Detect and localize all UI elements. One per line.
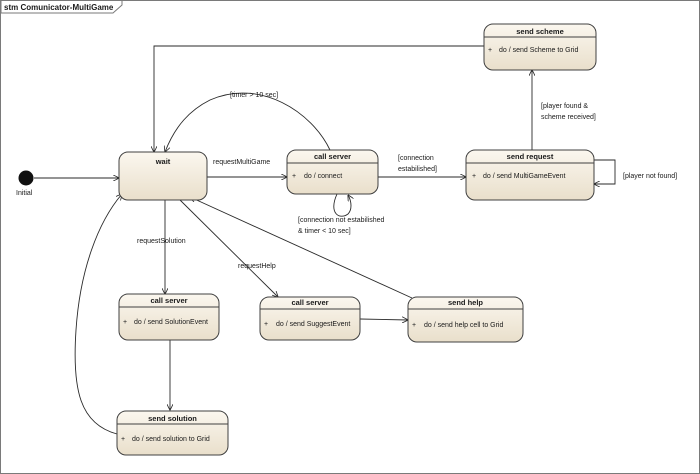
state-call-server-suggest[interactable]: call server + do / send SuggestEvent — [259, 296, 361, 341]
label-request-multigame: requestMultiGame — [213, 159, 270, 166]
label-player-found-2: scheme received] — [541, 114, 596, 121]
state-send-request-name: send request — [507, 152, 554, 161]
state-send-help-name: send help — [448, 298, 483, 307]
activity-marker: + — [264, 321, 268, 328]
state-send-scheme-activity: do / send Scheme to Grid — [499, 47, 578, 54]
state-send-solution-name: send solution — [148, 414, 197, 423]
state-call-server-solution-name: call server — [150, 296, 187, 305]
edge-send-help-to-wait — [190, 197, 413, 299]
label-not-established-1: [connection not estabilished — [298, 217, 384, 224]
state-wait[interactable]: wait — [118, 151, 208, 201]
edge-send-solution-to-wait — [74, 194, 122, 435]
edge-timer-to-wait — [165, 92, 331, 152]
label-timer: [timer > 10 sec] — [230, 92, 278, 99]
label-request-help: requestHelp — [238, 263, 276, 270]
label-not-established-2: & timer < 10 sec] — [298, 228, 351, 235]
activity-marker: + — [488, 47, 492, 54]
initial-node[interactable]: Initial — [16, 170, 34, 198]
activity-marker: + — [292, 173, 296, 180]
initial-dot — [18, 170, 34, 186]
state-send-scheme-name: send scheme — [516, 27, 564, 36]
label-connection-2: estabilished] — [398, 166, 437, 173]
edge-call-server-self-loop — [333, 193, 351, 217]
state-call-server-suggest-activity: do / send SuggestEvent — [276, 321, 350, 328]
state-wait-name: wait — [155, 157, 171, 166]
activity-marker: + — [412, 322, 416, 329]
state-send-request[interactable]: send request + do / send MultiGameEvent — [465, 149, 595, 201]
state-call-server-solution-activity: do / send SolutionEvent — [134, 319, 208, 326]
edge-send-scheme-to-wait — [154, 45, 484, 152]
state-send-help-activity: do / send help cell to Grid — [424, 322, 503, 329]
state-send-solution-activity: do / send solution to Grid — [132, 436, 210, 443]
edge-wait-to-call-server-suggest — [179, 199, 278, 297]
frame-title: stm Comunicator-MultiGame — [4, 3, 114, 12]
initial-label: Initial — [16, 190, 33, 197]
edge-send-request-self-loop — [594, 159, 616, 184]
activity-marker: + — [121, 436, 125, 443]
state-call-server-connect-name: call server — [314, 152, 351, 161]
activity-marker: + — [123, 319, 127, 326]
label-player-found-1: [player found & — [541, 103, 588, 110]
state-send-solution[interactable]: send solution + do / send solution to Gr… — [116, 410, 229, 456]
state-send-request-activity: do / send MultiGameEvent — [483, 173, 566, 180]
state-call-server-connect[interactable]: call server + do / connect — [286, 149, 379, 195]
label-connection-1: [connection — [398, 155, 434, 162]
edge-suggest-to-send-help — [359, 319, 408, 320]
label-player-not-found: [player not found] — [623, 173, 677, 180]
state-send-help[interactable]: send help + do / send help cell to Grid — [407, 296, 524, 343]
activity-marker: + — [472, 173, 476, 180]
state-send-scheme[interactable]: send scheme + do / send Scheme to Grid — [483, 23, 597, 71]
transitions: requestMultiGame [timer > 10 sec] [conne… — [34, 45, 677, 435]
frame-tab: stm Comunicator-MultiGame — [0, 1, 123, 14]
state-call-server-solution[interactable]: call server + do / send SolutionEvent — [118, 293, 220, 341]
label-request-solution: requestSolution — [137, 238, 186, 245]
state-call-server-suggest-name: call server — [291, 298, 328, 307]
state-call-server-connect-activity: do / connect — [304, 173, 342, 180]
